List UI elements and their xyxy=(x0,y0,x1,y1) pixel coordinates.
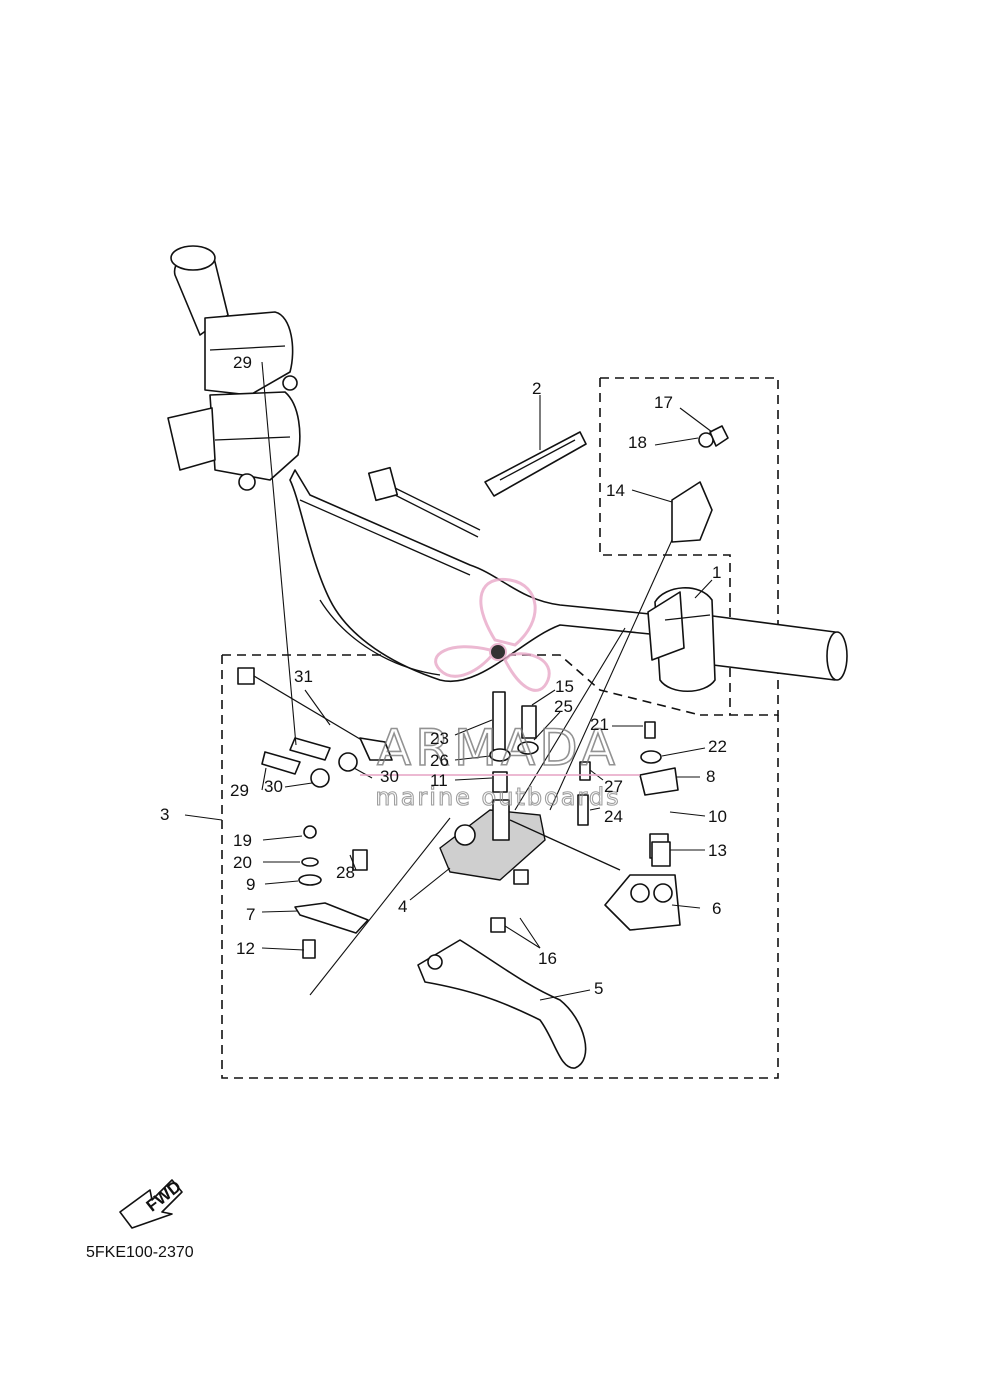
callout-4: 4 xyxy=(398,897,407,916)
left-switch-housing xyxy=(167,311,301,491)
callout-9: 9 xyxy=(246,875,255,894)
callout-27: 27 xyxy=(604,777,623,796)
callout-26: 26 xyxy=(430,751,449,770)
callout-29a: 29 xyxy=(233,353,252,372)
fwd-arrow-icon: FWD xyxy=(119,1177,185,1229)
diagram-code: 5FKE100-2370 xyxy=(86,1244,194,1261)
watermark: ARMADA marine outboards xyxy=(360,577,640,812)
callout-6: 6 xyxy=(712,899,721,918)
callout-20: 20 xyxy=(233,853,252,872)
callout-10: 10 xyxy=(708,807,727,826)
right-switch-housing xyxy=(647,587,716,692)
fasteners xyxy=(237,667,679,959)
watermark-brand: ARMADA xyxy=(377,719,619,777)
callout-25: 25 xyxy=(554,697,573,716)
callout-7: 7 xyxy=(246,905,255,924)
bracket-parts xyxy=(671,425,729,543)
callout-8: 8 xyxy=(706,767,715,786)
leader-lines xyxy=(184,361,713,1001)
callout-18: 18 xyxy=(628,433,647,452)
callout-11: 11 xyxy=(430,771,448,790)
callout-24: 24 xyxy=(604,807,623,826)
watermark-tagline: marine outboards xyxy=(375,783,620,811)
callout-16: 16 xyxy=(538,949,557,968)
clutch-lever xyxy=(417,939,587,1069)
callout-22: 22 xyxy=(708,737,727,756)
callout-19: 19 xyxy=(233,831,252,850)
callout-labels: 1 2 3 4 5 6 7 8 9 10 11 12 13 14 15 16 1… xyxy=(160,353,727,998)
callout-3: 3 xyxy=(160,805,169,824)
callout-28: 28 xyxy=(336,863,355,882)
callout-21: 21 xyxy=(590,715,609,734)
cable-tie xyxy=(484,431,587,497)
callout-30b: 30 xyxy=(264,777,283,796)
wire-connector xyxy=(367,466,481,538)
callout-14: 14 xyxy=(606,481,625,500)
propeller-logo-icon xyxy=(434,577,551,692)
callout-30a: 30 xyxy=(380,767,399,786)
callout-31: 31 xyxy=(294,667,313,686)
callout-17: 17 xyxy=(654,393,673,412)
callout-2: 2 xyxy=(532,379,541,398)
callout-13: 13 xyxy=(708,841,727,860)
callout-5: 5 xyxy=(594,979,603,998)
callout-1: 1 xyxy=(712,563,721,582)
callout-12: 12 xyxy=(236,939,255,958)
lever-holder xyxy=(439,799,621,881)
callout-23: 23 xyxy=(430,729,449,748)
callout-29b: 29 xyxy=(230,781,249,800)
callout-15: 15 xyxy=(555,677,574,696)
switch-assembly xyxy=(604,874,681,931)
